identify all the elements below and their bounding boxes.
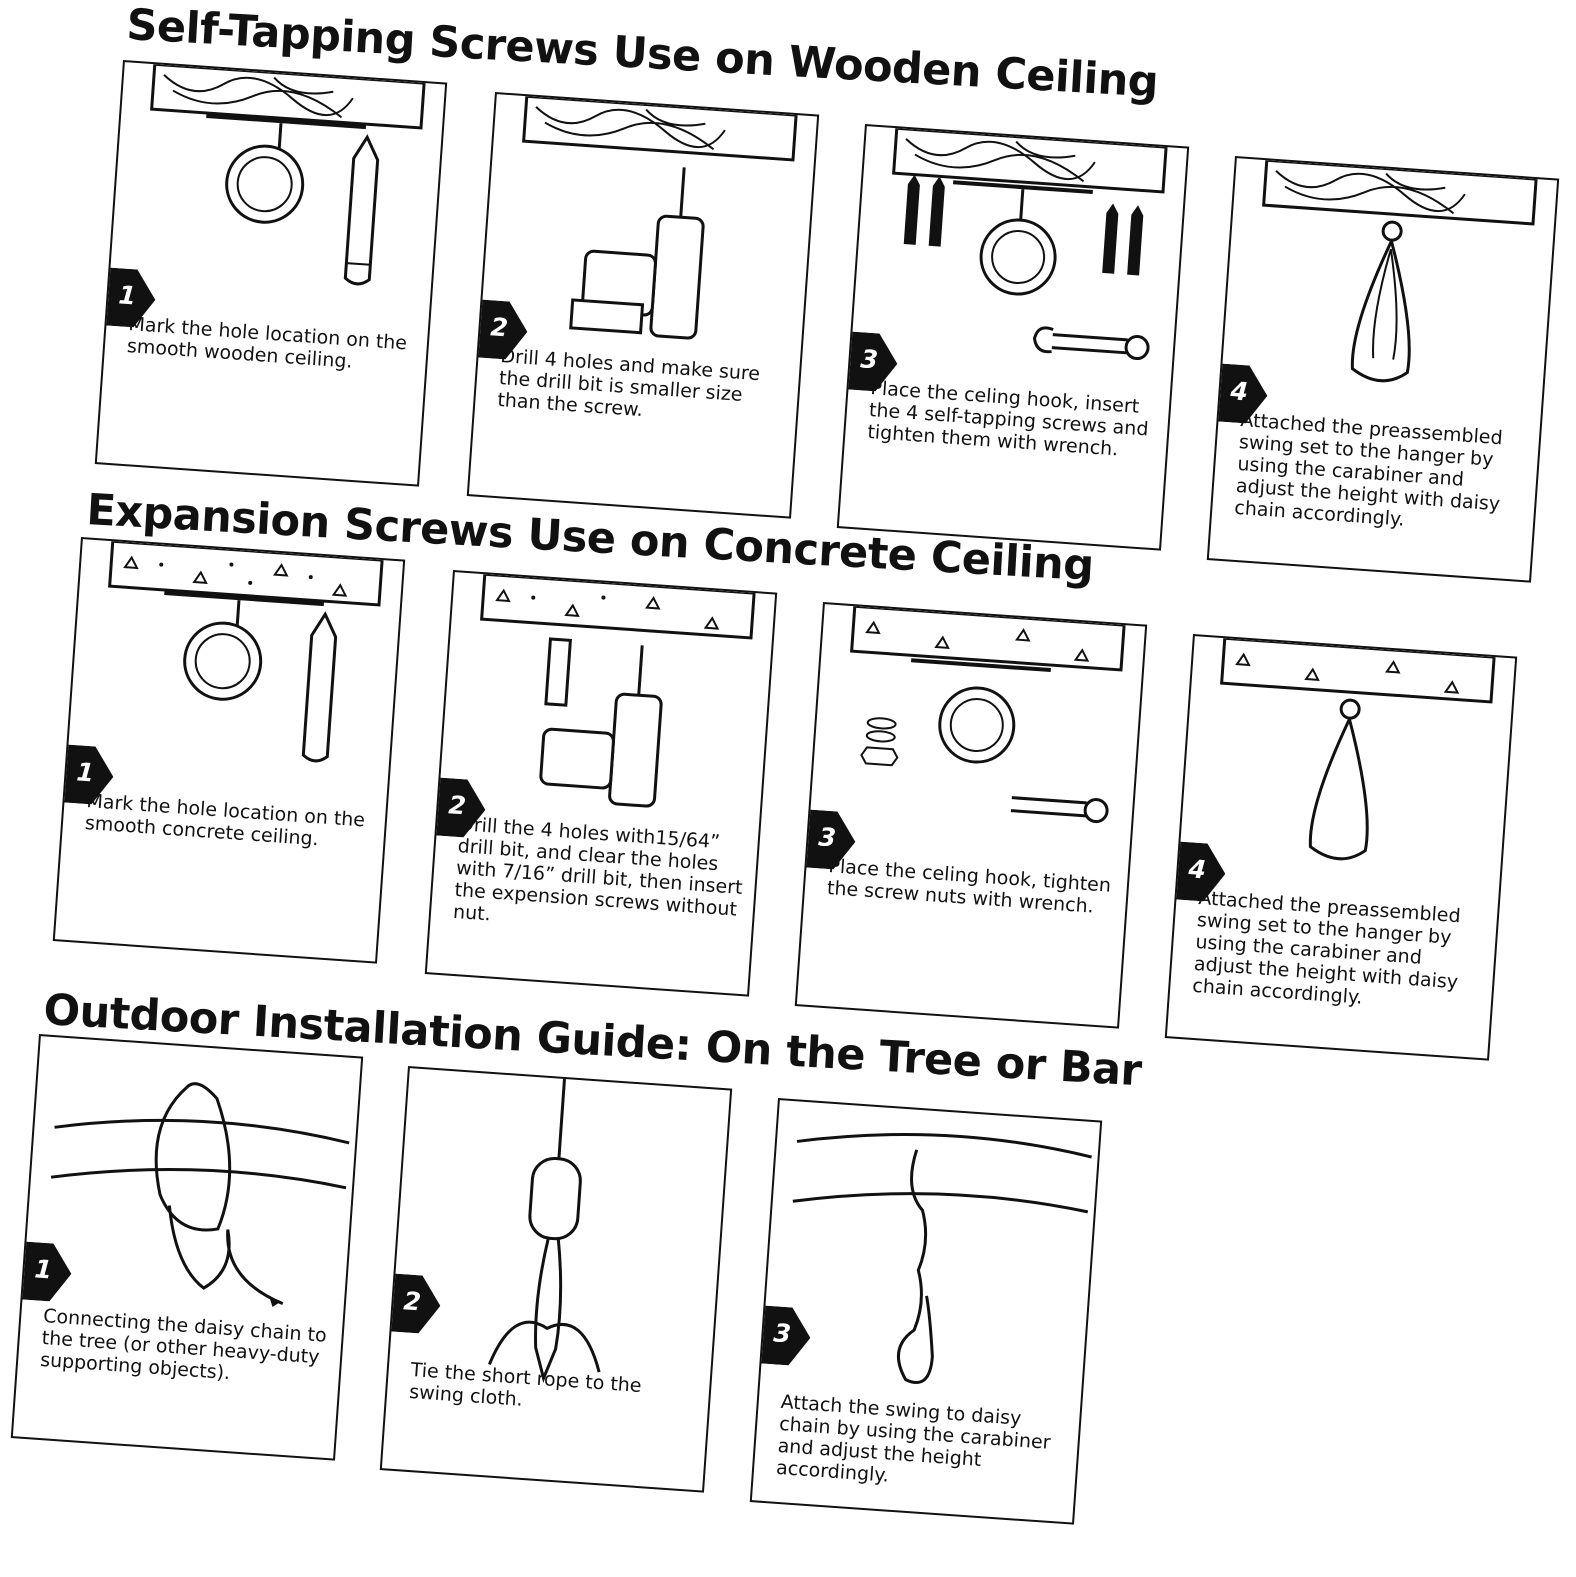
step-card-outdoor-3: 3 Attach the swing to daisy chain by usi…: [749, 1098, 1103, 1525]
ceiling-hook-icon: [225, 144, 305, 224]
carabiner-icon: [528, 1078, 582, 1241]
step-badge: 4: [1173, 841, 1227, 902]
pencil-icon: [343, 134, 380, 286]
step-caption: Attached the preassembled swing set to t…: [1233, 409, 1504, 531]
step-caption: Attached the preassembled swing set to t…: [1191, 887, 1462, 1009]
drill-icon: [569, 167, 705, 340]
step-badge: 1: [103, 267, 157, 328]
step-card-wood-1: 1 Mark the hole location on the smooth w…: [94, 60, 448, 487]
concrete-ceiling-icon: [1220, 636, 1496, 704]
step-badge: 2: [388, 1273, 442, 1334]
step-badge: 1: [61, 744, 115, 805]
step-badge: 2: [475, 299, 529, 360]
step-card-wood-4: 4 Attached the preassembled swing set to…: [1206, 156, 1560, 583]
concrete-ceiling-icon: [480, 572, 756, 640]
step-badge: 2: [433, 777, 487, 838]
ceiling-hook-icon: [938, 686, 1016, 764]
step-caption: Drill the 4 holes with15/64” drill bit, …: [452, 813, 744, 926]
step-card-concrete-4: 4 Attached the preassembled swing set to…: [1164, 634, 1518, 1061]
step-badge: 4: [1215, 363, 1269, 424]
ceiling-hook-icon: [183, 621, 263, 701]
step-badge: 3: [845, 331, 899, 392]
step-card-outdoor-2: 2 Tie the short rope to the swing cloth.: [379, 1066, 733, 1493]
step-card-concrete-1: 1 Mark the hole location on the smooth c…: [52, 537, 406, 964]
step-card-concrete-3: 3 Place the celing hook, tighten the scr…: [794, 602, 1148, 1029]
wrench-icon: [1010, 796, 1109, 824]
step-badge: 3: [803, 809, 857, 870]
expansion-anchor-icon: [544, 637, 572, 707]
concrete-ceiling-icon: [850, 604, 1126, 673]
pencil-icon: [301, 611, 338, 763]
nut-washer-icon: [860, 717, 899, 767]
ceiling-hook-icon: [979, 189, 1057, 296]
wrench-icon: [1032, 326, 1150, 361]
tree-branch-icon: [792, 1133, 1093, 1214]
concrete-ceiling-icon: [108, 539, 384, 626]
wood-ceiling-icon: [1262, 158, 1538, 226]
drill-icon: [539, 645, 663, 808]
swing-icon: [1308, 698, 1369, 861]
wood-ceiling-icon: [150, 62, 426, 149]
step-badge: 3: [758, 1305, 812, 1366]
wood-ceiling-icon: [892, 126, 1168, 195]
step-badge: 1: [19, 1241, 73, 1302]
step-card-wood-2: 2 Drill 4 holes and make sure the drill …: [466, 92, 820, 519]
swing-icon: [487, 1237, 601, 1383]
wood-ceiling-icon: [522, 94, 798, 162]
daisy-chain-icon: [154, 1082, 284, 1307]
step-card-wood-3: 3 Place the celing hook, insert the 4 se…: [836, 124, 1190, 551]
tree-branch-icon: [50, 1118, 350, 1190]
swing-icon: [1350, 220, 1411, 383]
step-card-concrete-2: 2 Drill the 4 holes with15/64” drill bit…: [424, 570, 778, 997]
daisy-chain-icon: [896, 1149, 934, 1385]
step-card-outdoor-1: 1 Connecting the daisy chain to the tree…: [10, 1034, 364, 1461]
